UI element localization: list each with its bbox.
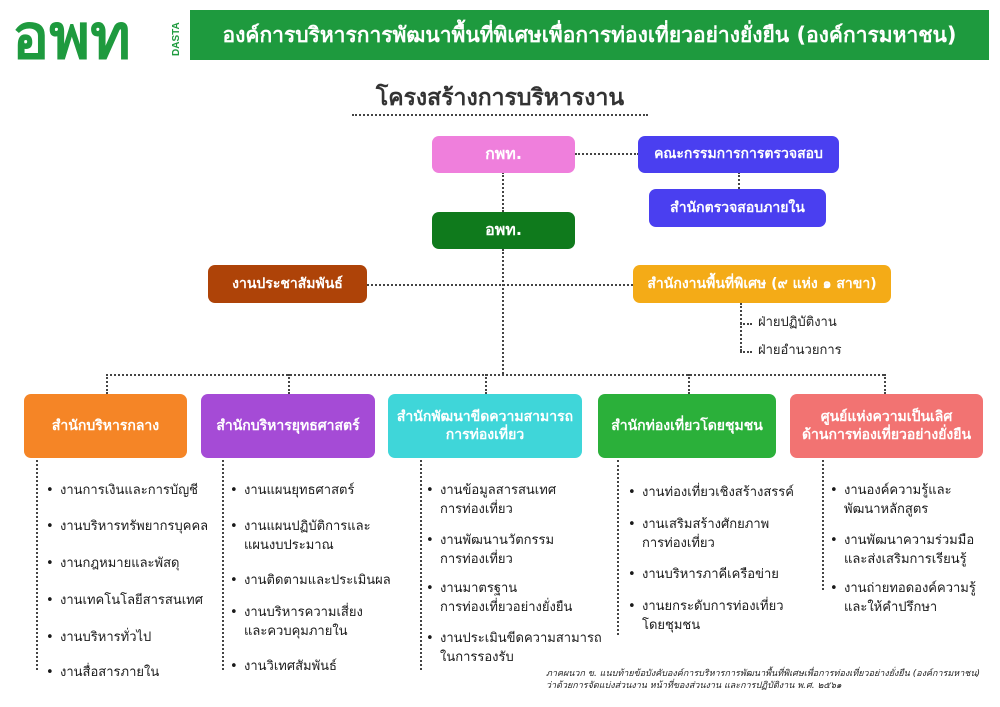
list-item: งานการเงินและการบัญชี: [46, 482, 198, 501]
list-guide-5: [822, 460, 824, 590]
list-item: งานบริหารทรัพยากรบุคคล: [46, 518, 208, 537]
list-item: งานพัฒนาความร่วมมือ และส่งเสริมการเรียนร…: [830, 532, 974, 570]
list-item: งานบริหารทั่วไป: [46, 629, 151, 648]
source-note-line: ว่าด้วยการจัดแบ่งส่วนงาน หน้าที่ของส่วนง…: [546, 681, 842, 692]
list-item: งานบริหารความเสี่ยง และควบคุมภายใน: [230, 604, 363, 642]
division-list-strategy: งานแผนยุทธศาสตร์ งานแผนปฏิบัติการและ แผน…: [230, 482, 391, 682]
box-division-capacity: สำนักพัฒนาขีดความสามารถ การท่องเที่ยว: [388, 394, 582, 458]
logo-subtext-wrap: DASTA: [168, 12, 182, 58]
list-item: งานติดตามและประเมินผล: [230, 572, 391, 591]
connector-div-3: [485, 374, 487, 394]
connector-div-5: [884, 374, 886, 394]
list-item: งานเทคโนโลยีสารสนเทศ: [46, 592, 203, 611]
list-guide-4: [617, 460, 619, 635]
box-division-central-admin: สำนักบริหารกลาง: [24, 394, 187, 458]
connector-director-trunk: [502, 249, 504, 374]
division-list-community: งานท่องเที่ยวเชิงสร้างสรรค์ งานเสริมสร้า…: [628, 484, 803, 654]
list-guide-1: [36, 460, 38, 670]
box-pr-label: งานประชาสัมพันธ์: [232, 275, 343, 292]
list-item: งานแผนปฏิบัติการและ แผนงบประมาณ: [230, 518, 371, 556]
connector-pr-special: [367, 284, 633, 286]
division-list-excellence: งานองค์ความรู้และ พัฒนาหลักสูตร งานพัฒนา…: [830, 482, 995, 642]
source-note-line: ภาคผนวก ข. แนบท้ายข้อบังคับองค์การบริหาร…: [546, 669, 981, 679]
org-title: องค์การบริหารการพัฒนาพื้นที่พิเศษเพื่อกา…: [222, 23, 957, 47]
list-item: งานวิเทศสัมพันธ์: [230, 658, 337, 677]
box-director-label: อพท.: [485, 220, 522, 240]
connector-sub-1: [740, 323, 752, 325]
division-title: สำนักบริหารยุทธศาสตร์: [216, 417, 360, 434]
dasta-logo: อพท: [12, 3, 190, 72]
special-area-sub-item: ฝ่ายปฏิบัติงาน: [758, 315, 837, 330]
box-division-strategy: สำนักบริหารยุทธศาสตร์: [201, 394, 375, 458]
list-item: งานเสริมสร้างศักยภาพ การท่องเที่ยว: [628, 516, 769, 554]
title-underline: [352, 114, 648, 116]
org-title-bar: องค์การบริหารการพัฒนาพื้นที่พิเศษเพื่อกา…: [190, 10, 989, 60]
box-internal-audit: สำนักตรวจสอบภายใน: [649, 189, 826, 227]
connector-div-4: [688, 374, 690, 394]
logo-text: อพท: [12, 6, 131, 64]
logo-subtext: DASTA: [171, 22, 182, 56]
list-guide-3: [420, 460, 422, 670]
list-item: งานพัฒนานวัตกรรม การท่องเที่ยว: [426, 532, 554, 570]
division-list-capacity: งานข้อมูลสารสนเทศ การท่องเที่ยว งานพัฒนา…: [426, 482, 606, 682]
list-item: งานข้อมูลสารสนเทศ การท่องเที่ยว: [426, 482, 556, 520]
box-internal-audit-label: สำนักตรวจสอบภายใน: [670, 199, 805, 216]
division-list-central-admin: งานการเงินและการบัญชี งานบริหารทรัพยากรบ…: [46, 482, 208, 683]
connector-board-audit: [575, 153, 639, 155]
box-audit-committee-label: คณะกรรมการการตรวจสอบ: [654, 146, 823, 163]
connector-special-subs: [740, 303, 742, 351]
connector-audit-internal: [738, 172, 740, 189]
box-board: กพท.: [432, 136, 575, 173]
box-pr: งานประชาสัมพันธ์: [208, 265, 367, 303]
source-note: ภาคผนวก ข. แนบท้ายข้อบังคับองค์การบริหาร…: [546, 668, 986, 692]
list-item: งานกฎหมายและพัสดุ: [46, 555, 179, 574]
connector-board-director: [502, 172, 504, 212]
division-title: ศูนย์แห่งความเป็นเลิศ ด้านการท่องเที่ยวอ…: [801, 408, 972, 443]
list-guide-2: [222, 460, 224, 670]
dasta-logo-graphic: อพท: [12, 3, 131, 72]
list-item: งานถ่ายทอดองค์ความรู้ และให้คำปรึกษา: [830, 580, 976, 618]
connector-divisions-bus: [106, 374, 884, 376]
division-title: สำนักพัฒนาขีดความสามารถ การท่องเที่ยว: [396, 408, 574, 443]
page-title: โครงสร้างการบริหารงาน: [375, 85, 625, 111]
box-audit-committee: คณะกรรมการการตรวจสอบ: [638, 136, 839, 173]
special-area-subs: ฝ่ายปฏิบัติงาน ฝ่ายอำนวยการ: [758, 314, 878, 364]
box-board-label: กพท.: [485, 144, 522, 164]
list-item: งานประเมินขีดความสามารถ ในการรองรับ: [426, 630, 602, 668]
box-division-community: สำนักท่องเที่ยวโดยชุมชน: [598, 394, 776, 458]
list-item: งานสื่อสารภายใน: [46, 664, 159, 683]
box-director: อพท.: [432, 212, 575, 249]
division-title: สำนักบริหารกลาง: [51, 417, 160, 434]
special-area-sub-item: ฝ่ายอำนวยการ: [758, 343, 842, 358]
connector-sub-2: [740, 351, 752, 353]
list-item: งานองค์ความรู้และ พัฒนาหลักสูตร: [830, 482, 952, 520]
connector-div-2: [288, 374, 290, 394]
box-special-area-label: สำนักงานพื้นที่พิเศษ (๙ แห่ง ๑ สาขา): [647, 275, 877, 292]
box-division-excellence: ศูนย์แห่งความเป็นเลิศ ด้านการท่องเที่ยวอ…: [790, 394, 983, 458]
list-item: งานแผนยุทธศาสตร์: [230, 482, 354, 501]
connector-div-1: [106, 374, 108, 394]
list-item: งานมาตรฐาน การท่องเที่ยวอย่างยั่งยืน: [426, 580, 572, 618]
division-title: สำนักท่องเที่ยวโดยชุมชน: [611, 417, 763, 434]
list-item: งานบริหารภาคีเครือข่าย: [628, 566, 779, 585]
box-special-area: สำนักงานพื้นที่พิเศษ (๙ แห่ง ๑ สาขา): [633, 265, 891, 303]
list-item: งานยกระดับการท่องเที่ยว โดยชุมชน: [628, 598, 784, 636]
list-item: งานท่องเที่ยวเชิงสร้างสรรค์: [628, 484, 794, 503]
